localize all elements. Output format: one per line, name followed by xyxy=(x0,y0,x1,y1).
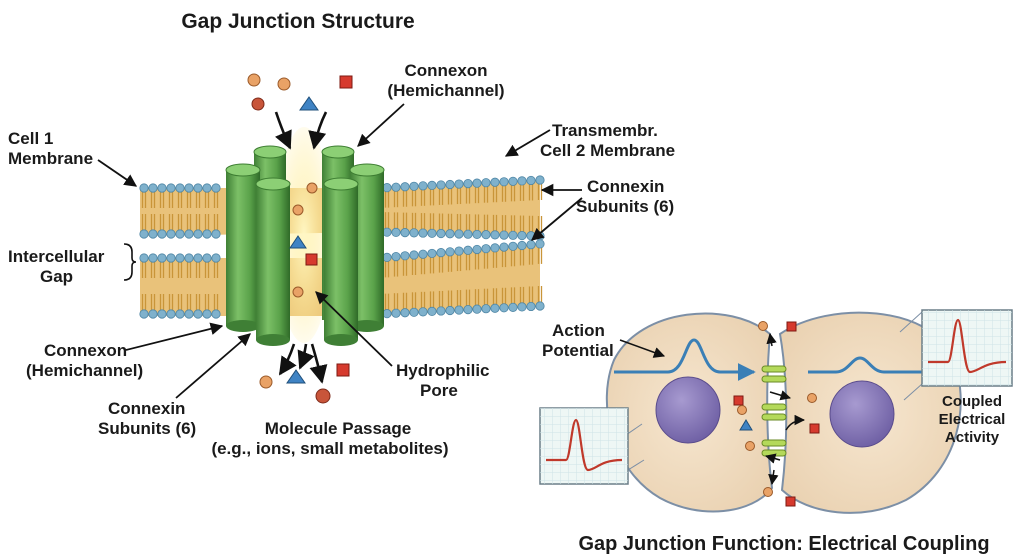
pore-molecules xyxy=(289,182,318,298)
action-potential-wave xyxy=(614,338,756,381)
nucleus-cell-1 xyxy=(655,376,721,444)
molecule-square xyxy=(733,395,744,406)
svg-text:Cell 2 Membrane: Cell 2 Membrane xyxy=(540,141,675,160)
outgoing-molecules xyxy=(259,343,350,404)
ion-molecule xyxy=(277,77,291,91)
svg-text:Connexin: Connexin xyxy=(108,399,185,418)
ion-molecule xyxy=(807,393,817,403)
ion-molecule xyxy=(292,286,304,298)
svg-text:Electrical: Electrical xyxy=(939,411,1006,428)
svg-text:Hydrophilic: Hydrophilic xyxy=(396,361,490,380)
propagated-wave xyxy=(808,356,928,374)
membrane-bilayer-diagram xyxy=(139,127,545,346)
molecule-square xyxy=(336,363,350,377)
figure-title: Gap Junction Structure xyxy=(181,10,414,33)
svg-text:Potential: Potential xyxy=(542,341,614,360)
svg-text:Connexin: Connexin xyxy=(587,177,664,196)
molecule-square xyxy=(786,321,797,332)
ion-molecule xyxy=(758,321,768,331)
label-molecule-passage: Molecule Passage (e.g., ions, small meta… xyxy=(211,419,448,458)
coupled-activity-trace xyxy=(928,318,1007,374)
incoming-molecules xyxy=(247,73,353,150)
label-coupled-activity: Coupled Electrical Activity xyxy=(939,393,1006,446)
molecule-triangle xyxy=(289,235,307,249)
molecule-triangle xyxy=(286,369,306,384)
svg-text:Intercellular: Intercellular xyxy=(8,247,105,266)
nucleus-cell-2 xyxy=(829,380,895,448)
molecule-square xyxy=(339,75,353,89)
connexon-channel xyxy=(225,145,385,346)
gap-junction-channels xyxy=(761,365,787,457)
svg-text:Subunits (6): Subunits (6) xyxy=(98,419,196,438)
molecule-triangle xyxy=(299,96,319,111)
svg-text:Cell 1: Cell 1 xyxy=(8,129,53,148)
label-hydrophilic-pore: Hydrophilic Pore xyxy=(315,291,490,400)
svg-text:(Hemichannel): (Hemichannel) xyxy=(387,81,504,100)
svg-text:Coupled: Coupled xyxy=(942,393,1002,410)
svg-text:Activity: Activity xyxy=(945,429,1000,446)
svg-text:(Hemichannel): (Hemichannel) xyxy=(26,361,143,380)
action-potential-trace xyxy=(546,418,623,472)
molecule-square xyxy=(305,253,318,266)
svg-text:(e.g., ions, small metabolites: (e.g., ions, small metabolites) xyxy=(211,439,448,458)
svg-text:Action: Action xyxy=(552,321,605,340)
ion-molecule xyxy=(315,388,331,404)
label-cell1-membrane: Cell 1 Membrane xyxy=(8,129,138,187)
label-connexon-left: Connexon (Hemichannel) xyxy=(26,322,224,380)
svg-text:Subunits (6): Subunits (6) xyxy=(576,197,674,216)
ion-molecule xyxy=(737,405,747,415)
svg-text:Connexon: Connexon xyxy=(404,61,487,80)
ion-molecule xyxy=(745,441,755,451)
connexin-subunit xyxy=(255,177,291,346)
inset-graph-cell-2 xyxy=(899,309,1013,401)
electrical-coupling-diagram: Action Potential Coupled Electrical Acti… xyxy=(539,309,1013,514)
svg-text:Connexon: Connexon xyxy=(44,341,127,360)
ion-molecule xyxy=(251,97,265,111)
label-cell2-membrane: Transmembr. Cell 2 Membrane xyxy=(504,121,675,160)
molecule-triangle xyxy=(739,419,753,431)
label-connexin-right: Connexin Subunits (6) xyxy=(531,177,674,241)
bottom-title: Gap Junction Function: Electrical Coupli… xyxy=(578,533,989,555)
connexin-subunit xyxy=(323,177,359,346)
ion-molecule xyxy=(247,73,261,87)
connexin-subunit xyxy=(225,163,261,332)
ion-molecule xyxy=(306,182,318,194)
inset-graph-cell-1 xyxy=(539,407,645,485)
ion-molecule xyxy=(763,487,773,497)
ion-molecule xyxy=(259,375,273,389)
ion-molecule xyxy=(292,204,304,216)
svg-text:Transmembr.: Transmembr. xyxy=(552,121,658,140)
svg-text:Pore: Pore xyxy=(420,381,458,400)
svg-text:Gap: Gap xyxy=(40,267,73,286)
label-connexin-bottom: Connexin Subunits (6) xyxy=(98,333,251,438)
label-connexon-top: Connexon (Hemichannel) xyxy=(357,61,505,147)
svg-text:Molecule Passage: Molecule Passage xyxy=(265,419,411,438)
label-action-potential: Action Potential xyxy=(542,321,666,360)
label-intercellular-gap: Intercellular Gap xyxy=(8,243,137,286)
molecule-square xyxy=(809,423,820,434)
molecule-square xyxy=(785,496,796,507)
svg-text:Membrane: Membrane xyxy=(8,149,93,168)
